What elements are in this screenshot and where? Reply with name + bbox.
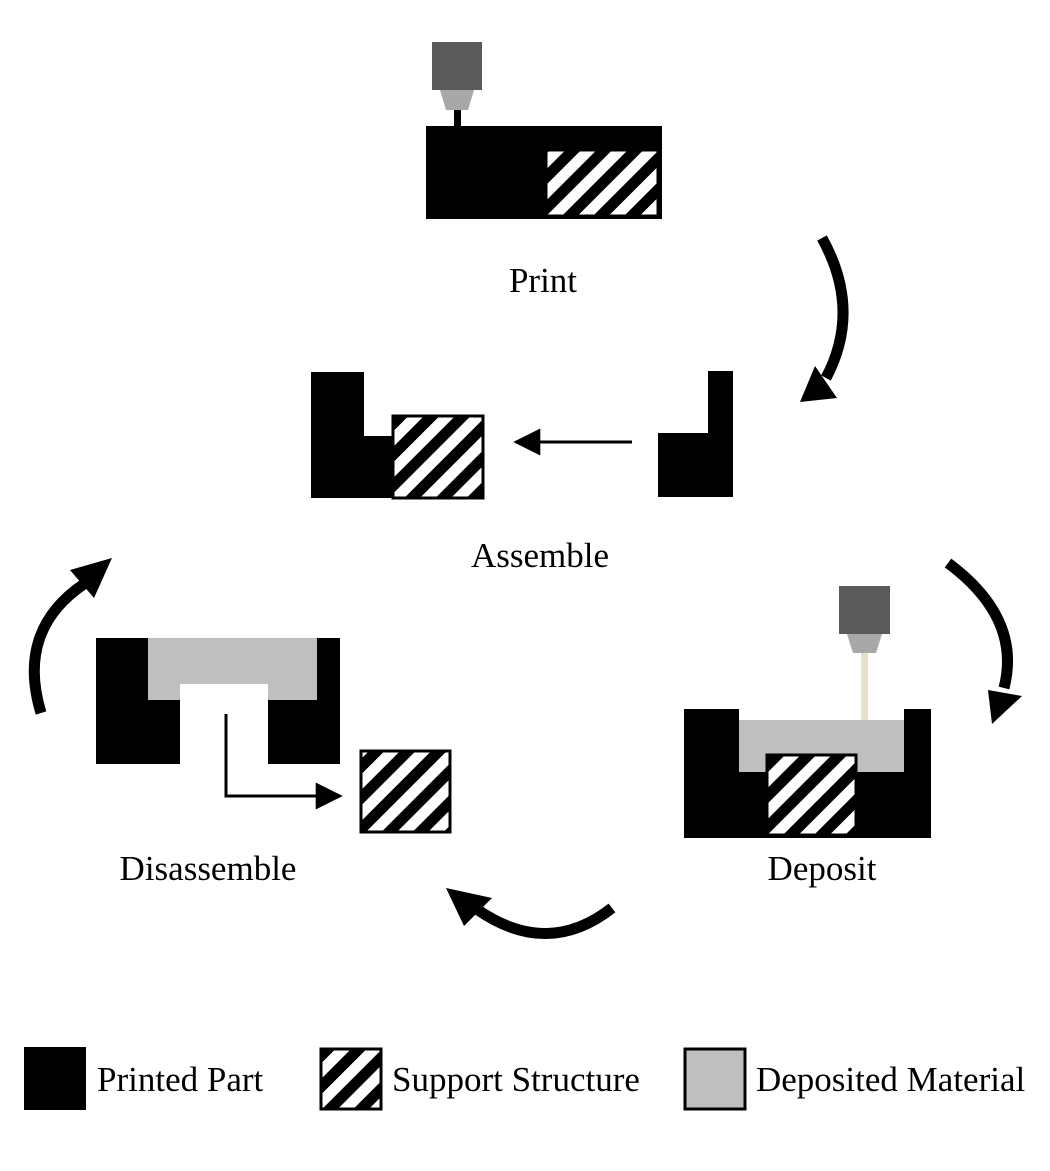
disassemble-stage [96,638,452,834]
assembled-support-structure [391,414,485,500]
legend-printed-part-label: Printed Part [97,1060,264,1099]
deposit-support-structure [765,753,858,837]
legend-deposited-material-swatch [683,1047,747,1111]
cycle-arrow-print-to-assemble [800,235,849,402]
legend-support-structure-swatch [319,1047,383,1111]
cycle-arrow-assemble-to-deposit [944,558,1022,724]
label-deposit: Deposit [767,849,877,888]
removed-support-structure [359,749,452,834]
legend-printed-part-swatch [24,1047,86,1110]
legend-deposited-material-label: Deposited Material [756,1060,1026,1099]
printer-nozzle-icon [432,42,482,126]
print-stage [426,42,662,219]
incoming-printed-part [658,371,733,497]
assemble-stage [311,371,733,500]
label-disassemble: Disassemble [119,849,297,888]
cycle-arrow-deposit-to-disassemble [446,888,616,939]
legend-support-structure-label: Support Structure [392,1060,640,1099]
cycle-arrow-disassemble-to-assemble [28,558,112,715]
label-print: Print [508,261,578,300]
disassemble-printed-part [96,638,340,764]
deposit-nozzle-icon [839,586,890,720]
label-assemble: Assemble [470,536,610,575]
cast-deposited-material [148,638,317,700]
legend [24,1047,747,1111]
removal-arrow [224,714,343,810]
deposit-stage [684,586,931,838]
support-structure-block [544,148,660,218]
assembled-printed-part [311,372,394,498]
